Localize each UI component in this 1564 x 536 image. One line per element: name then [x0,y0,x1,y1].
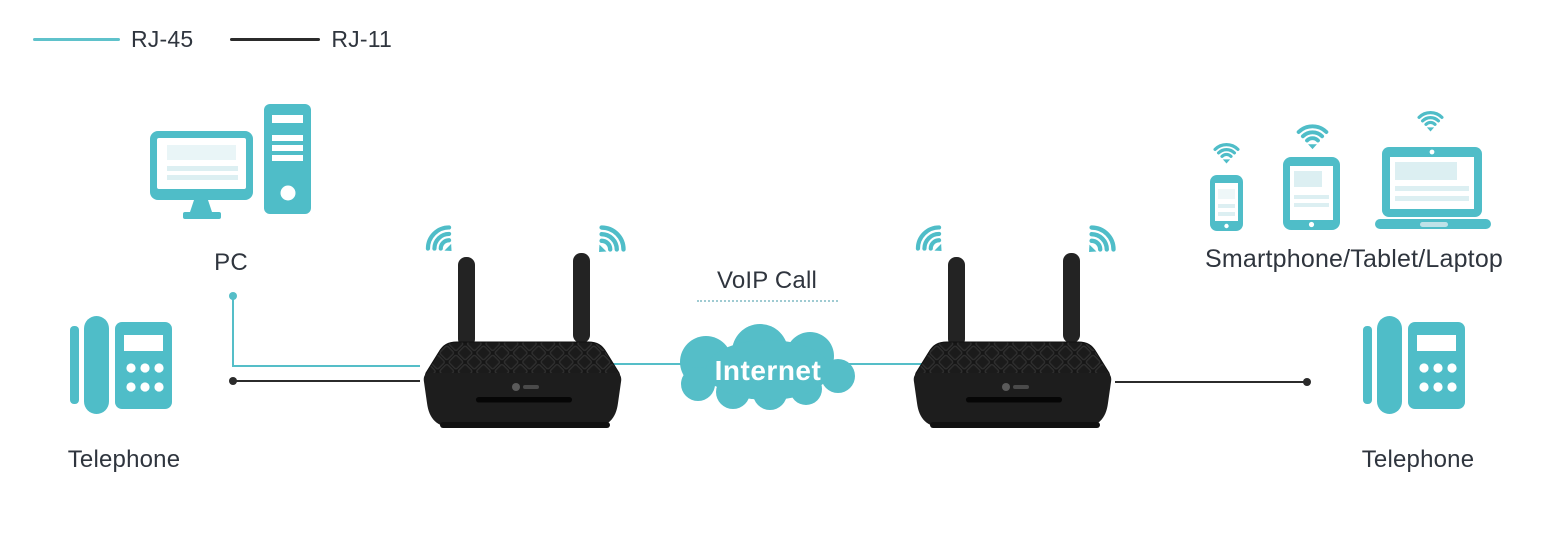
telephone-left-icon [68,312,172,416]
router-left-icon [410,215,640,435]
voip-call-underline [697,300,838,302]
rj11-line-endpoint-dot-left [229,377,237,385]
laptop-icon [1374,103,1492,231]
rj45-pc-to-router-line [232,296,420,367]
telephone-right-icon [1361,312,1465,416]
pc-icon [148,100,323,235]
devices-label: Smartphone/Tablet/Laptop [1204,245,1504,273]
rj11-legend-line-icon [230,38,321,41]
rj11-line-endpoint-dot-right [1303,378,1311,386]
smartphone-icon [1204,133,1252,233]
voip-call-label: VoIP Call [716,267,818,294]
router-right-icon [900,215,1130,435]
telephone-left-label: Telephone [67,446,181,473]
pc-label: PC [214,249,248,276]
rj11-legend-label: RJ-11 [331,26,393,52]
internet-label: Internet [715,355,822,386]
rj45-line-endpoint-dot [229,292,237,300]
internet-cloud-icon: Internet [680,324,855,410]
rj45-legend-line-icon [33,38,120,41]
cable-legend: RJ-45 RJ-11 [33,26,392,53]
rj45-legend-label: RJ-45 [131,26,194,52]
tablet-icon [1280,113,1344,233]
telephone-right-label: Telephone [1361,446,1475,473]
